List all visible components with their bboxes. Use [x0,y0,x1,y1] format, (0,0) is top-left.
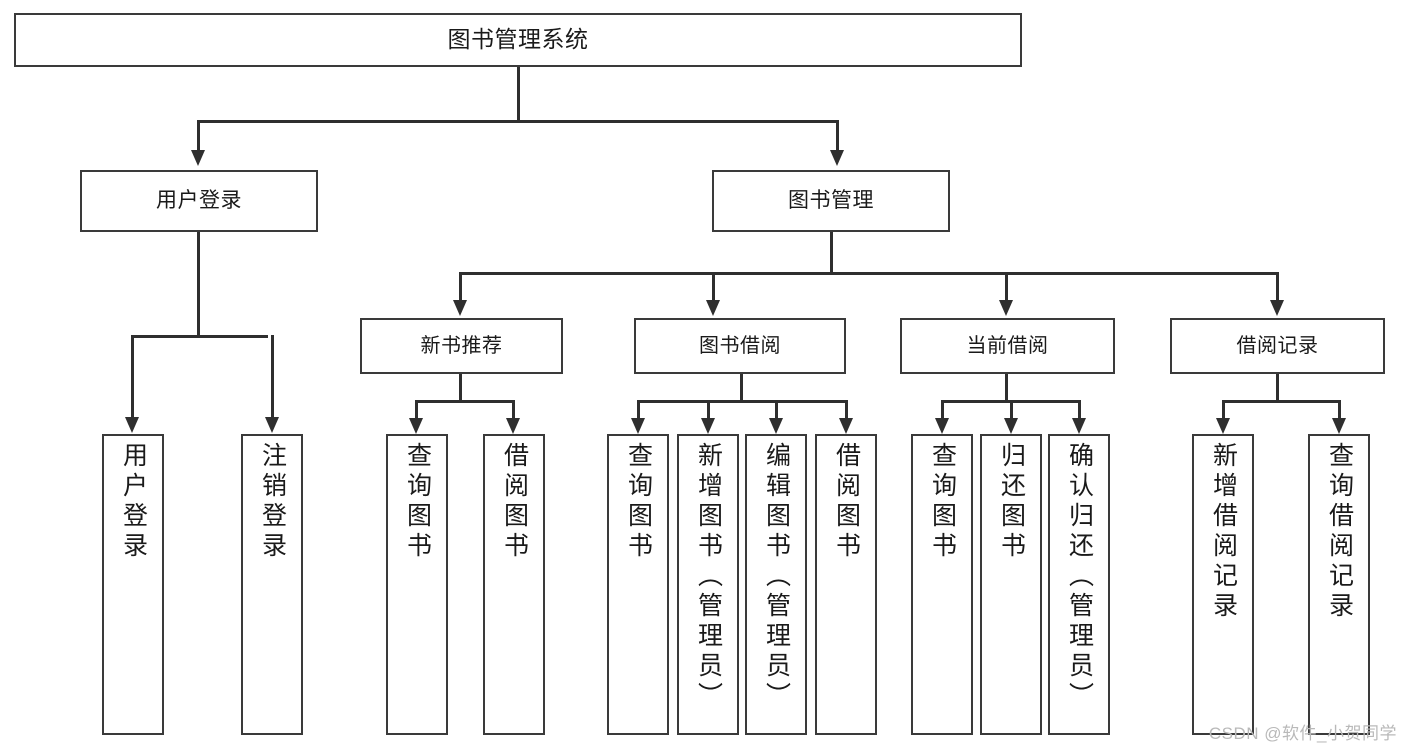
edge-cb-to-leaf-1 [941,400,944,420]
edge-nbr-to-leaf-1 [415,400,418,420]
node-label: 用户登录 [119,442,148,562]
edge-borrow-record-bus [1222,400,1340,403]
leaf-query-book-bb[interactable]: 查询图书 [607,434,669,735]
arrow-to-new-book-recommend [453,300,467,316]
leaf-borrow-book-bb[interactable]: 借阅图书 [815,434,877,735]
node-label: 新增图书（管理员） [694,442,723,712]
node-label: 注销登录 [258,442,287,562]
node-label: 图书管理系统 [447,26,589,53]
edge-new-book-recommend-bus [415,400,514,403]
arrow-to-nbr-leaf-1 [409,418,423,434]
arrow-to-borrow-record [1270,300,1284,316]
node-book-management[interactable]: 图书管理 [712,170,950,232]
edge-book-borrow-bus [637,400,847,403]
edge-bb-to-leaf-2 [707,400,710,420]
node-root-book-management-system[interactable]: 图书管理系统 [14,13,1022,67]
node-label: 查询图书 [403,442,432,562]
edge-user-login-to-leaf-2 [271,335,274,419]
node-label: 借阅图书 [832,442,861,562]
leaf-query-book-nbr[interactable]: 查询图书 [386,434,448,735]
node-label: 当前借阅 [966,334,1049,357]
arrow-to-bb-leaf-2 [701,418,715,434]
arrow-to-bb-leaf-3 [769,418,783,434]
arrow-to-cb-leaf-3 [1072,418,1086,434]
arrow-to-book-borrow [706,300,720,316]
node-label: 图书借阅 [699,334,781,357]
edge-to-current-borrow [1005,272,1008,302]
edge-user-login-to-leaf-1 [131,335,134,419]
arrow-to-nbr-leaf-2 [506,418,520,434]
edge-borrow-record-stem [1276,374,1279,400]
edge-br-to-leaf-1 [1222,400,1225,420]
edge-bb-to-leaf-1 [637,400,640,420]
arrow-to-bb-leaf-4 [839,418,853,434]
edge-book-borrow-stem [740,374,743,400]
node-new-book-recommend[interactable]: 新书推荐 [360,318,563,374]
edge-cb-to-leaf-2 [1010,400,1013,420]
node-label: 用户登录 [156,189,242,213]
leaf-return-book[interactable]: 归还图书 [980,434,1042,735]
edge-bb-to-leaf-3 [775,400,778,420]
edge-to-new-book-recommend [459,272,462,302]
arrow-to-user-login-leaf-1 [125,417,139,433]
node-current-borrow[interactable]: 当前借阅 [900,318,1115,374]
edge-cb-to-leaf-3 [1078,400,1081,420]
leaf-add-book-admin[interactable]: 新增图书（管理员） [677,434,739,735]
node-user-login[interactable]: 用户登录 [80,170,318,232]
arrow-to-cb-leaf-1 [935,418,949,434]
node-label: 查询图书 [928,442,957,562]
edge-bb-to-leaf-4 [845,400,848,420]
leaf-borrow-book-nbr[interactable]: 借阅图书 [483,434,545,735]
edge-root-to-user-login [197,120,200,152]
arrow-to-user-login [191,150,205,166]
node-borrow-record[interactable]: 借阅记录 [1170,318,1385,374]
leaf-confirm-return-admin[interactable]: 确认归还（管理员） [1048,434,1110,735]
arrow-to-bb-leaf-1 [631,418,645,434]
edge-current-borrow-stem [1005,374,1008,400]
edge-new-book-recommend-stem [459,374,462,400]
edge-book-management-stem [830,232,833,272]
edge-user-login-stem [197,232,200,335]
arrow-to-br-leaf-2 [1332,418,1346,434]
edge-to-borrow-record [1276,272,1279,302]
edge-nbr-to-leaf-2 [512,400,515,420]
node-label: 查询图书 [624,442,653,562]
node-label: 新书推荐 [420,334,503,357]
node-book-borrow[interactable]: 图书借阅 [634,318,846,374]
edge-root-to-book-management [836,120,839,152]
arrow-to-user-login-leaf-2 [265,417,279,433]
edge-root-bus [197,120,839,123]
node-label: 查询借阅记录 [1325,442,1354,622]
edge-user-login-bus [131,335,268,338]
leaf-user-login[interactable]: 用户登录 [102,434,164,735]
arrow-to-cb-leaf-2 [1004,418,1018,434]
leaf-add-borrow-record[interactable]: 新增借阅记录 [1192,434,1254,735]
node-label: 借阅图书 [500,442,529,562]
node-label: 编辑图书（管理员） [762,442,791,712]
edge-book-management-bus [459,272,1279,275]
node-label: 借阅记录 [1236,334,1319,357]
leaf-logout[interactable]: 注销登录 [241,434,303,735]
node-label: 确认归还（管理员） [1065,442,1094,712]
arrow-to-book-management [830,150,844,166]
node-label: 图书管理 [788,189,874,213]
watermark-text: CSDN @软件_小贺同学 [1208,724,1397,743]
edge-br-to-leaf-2 [1338,400,1341,420]
arrow-to-br-leaf-1 [1216,418,1230,434]
arrow-to-current-borrow [999,300,1013,316]
leaf-edit-book-admin[interactable]: 编辑图书（管理员） [745,434,807,735]
node-label: 新增借阅记录 [1209,442,1238,622]
leaf-query-book-cb[interactable]: 查询图书 [911,434,973,735]
edge-to-book-borrow [712,272,715,302]
edge-root-stem [517,67,520,120]
leaf-query-borrow-record[interactable]: 查询借阅记录 [1308,434,1370,735]
node-label: 归还图书 [997,442,1026,562]
